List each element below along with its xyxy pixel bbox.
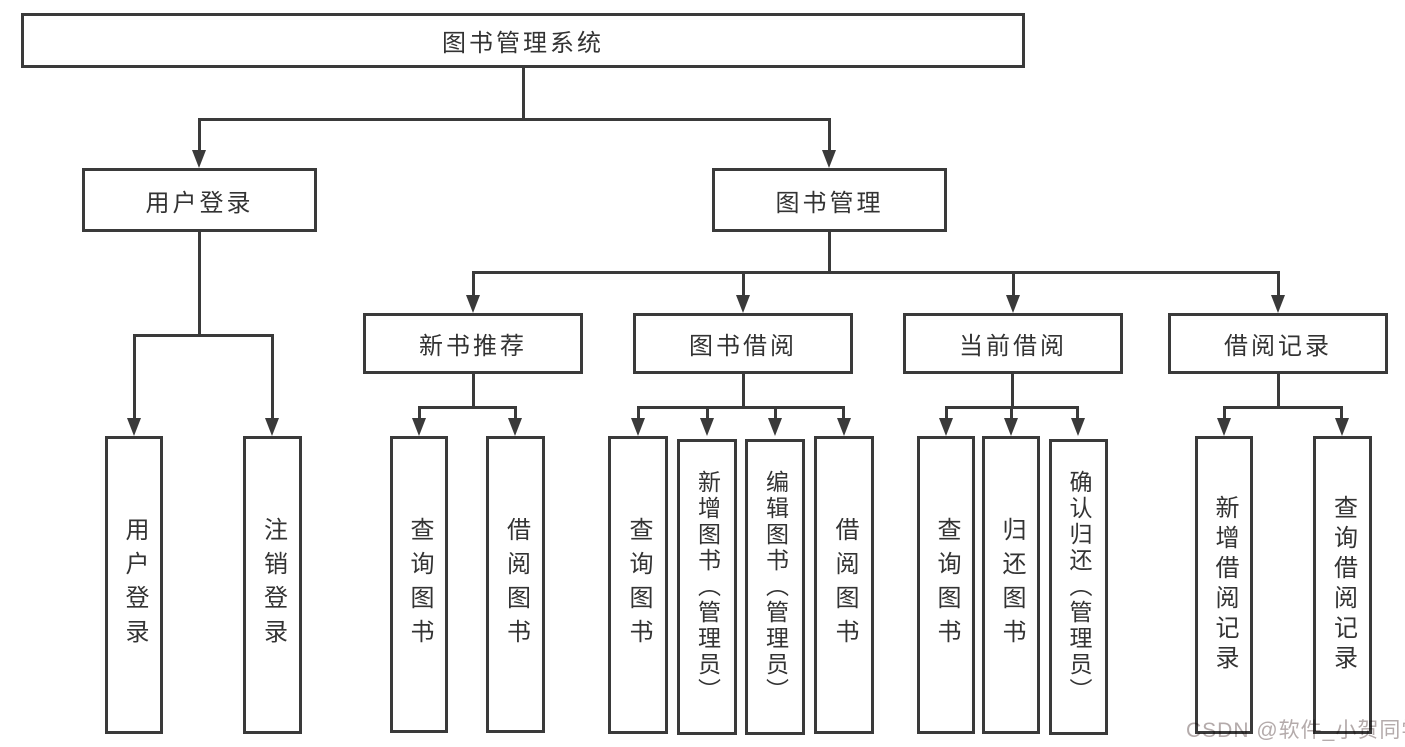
connector-line: [522, 66, 525, 120]
arrow-down-icon: [631, 418, 645, 436]
leaf-logout: 注销登录: [243, 436, 302, 734]
leaf-label: 借阅图书: [831, 517, 858, 653]
connector-line: [1223, 406, 1343, 409]
connector-line: [1011, 372, 1014, 409]
connector-line: [418, 406, 421, 420]
leaf-label: 归还图书: [998, 517, 1025, 653]
leaf-add-borrow-record: 新增借阅记录: [1195, 436, 1253, 734]
connector-line: [1223, 406, 1226, 420]
leaf-label: 查询图书: [406, 516, 433, 653]
arrow-down-icon: [412, 418, 426, 436]
leaf-label: 查询图书: [625, 517, 652, 653]
connector-line: [742, 271, 745, 297]
node-label: 图书管理: [775, 189, 884, 217]
leaf-borrow-books-recommend: 借阅图书: [486, 436, 545, 733]
arrow-down-icon: [700, 418, 714, 436]
connector-line: [1277, 271, 1280, 297]
leaf-label: 确认归还（管理员）: [1066, 470, 1092, 704]
node-new-book-recommend: 新书推荐: [363, 313, 583, 374]
connector-line: [945, 406, 948, 420]
connector-line: [198, 230, 201, 336]
node-book-management: 图书管理: [712, 168, 947, 232]
leaf-borrow-books: 借阅图书: [814, 436, 874, 734]
leaf-user-login: 用户登录: [105, 436, 163, 734]
connector-line: [1012, 271, 1015, 297]
arrow-down-icon: [1271, 295, 1285, 313]
connector-line: [198, 118, 201, 152]
connector-line: [271, 334, 274, 420]
connector-line: [706, 406, 709, 420]
connector-line: [514, 406, 517, 420]
node-label: 新书推荐: [419, 333, 527, 360]
node-label: 当前借阅: [959, 333, 1067, 360]
leaf-label: 查询图书: [933, 517, 960, 653]
leaf-label: 查询借阅记录: [1329, 495, 1357, 675]
arrow-down-icon: [1335, 418, 1349, 436]
leaf-label: 新增图书（管理员）: [694, 470, 721, 704]
connector-line: [1076, 406, 1079, 420]
leaf-confirm-return-admin: 确认归还（管理员）: [1049, 439, 1108, 735]
leaf-label: 借阅图书: [502, 516, 530, 653]
connector-line: [418, 406, 516, 409]
leaf-label: 用户登录: [121, 517, 148, 653]
connector-line: [472, 271, 475, 297]
arrow-down-icon: [736, 295, 750, 313]
leaf-query-books-current: 查询图书: [917, 436, 975, 734]
arrow-down-icon: [127, 418, 141, 436]
connector-line: [1010, 406, 1013, 420]
node-label: 借阅记录: [1224, 333, 1332, 360]
leaf-edit-books-admin: 编辑图书（管理员）: [745, 439, 805, 735]
connector-line: [637, 406, 640, 420]
arrow-down-icon: [265, 418, 279, 436]
node-book-borrowing: 图书借阅: [633, 313, 853, 374]
connector-line: [133, 334, 136, 420]
node-user-login: 用户登录: [82, 168, 317, 232]
arrow-down-icon: [837, 418, 851, 436]
arrow-down-icon: [939, 418, 953, 436]
arrow-down-icon: [192, 150, 206, 168]
connector-line: [828, 118, 831, 152]
connector-line: [1340, 406, 1343, 420]
arrow-down-icon: [1217, 418, 1231, 436]
arrow-down-icon: [466, 295, 480, 313]
connector-line: [828, 230, 831, 274]
connector-line: [198, 118, 831, 121]
leaf-query-books-borrowing: 查询图书: [608, 436, 668, 734]
node-label: 图书管理系统: [442, 30, 604, 57]
arrow-down-icon: [822, 150, 836, 168]
connector-line: [1277, 372, 1280, 409]
connector-line: [842, 406, 845, 420]
leaf-label: 注销登录: [259, 517, 287, 653]
node-borrowing-records: 借阅记录: [1168, 313, 1388, 374]
node-current-borrowing: 当前借阅: [903, 313, 1123, 374]
leaf-query-books-recommend: 查询图书: [390, 436, 448, 733]
connector-line: [472, 372, 475, 409]
arrow-down-icon: [1006, 295, 1020, 313]
leaf-return-books: 归还图书: [982, 436, 1040, 734]
arrow-down-icon: [1004, 418, 1018, 436]
leaf-label: 新增借阅记录: [1211, 495, 1238, 675]
node-label: 图书借阅: [689, 333, 797, 360]
leaf-add-books-admin: 新增图书（管理员）: [677, 439, 737, 735]
node-library-management-system: 图书管理系统: [21, 13, 1025, 68]
connector-line: [472, 271, 1279, 274]
connector-line: [637, 406, 845, 409]
arrow-down-icon: [1071, 418, 1085, 436]
connector-line: [133, 334, 274, 337]
leaf-label: 编辑图书（管理员）: [762, 470, 789, 704]
csdn-watermark: CSDN @软件_小贺同学: [1186, 719, 1405, 742]
connector-line: [742, 372, 745, 409]
node-label: 用户登录: [145, 189, 254, 217]
arrow-down-icon: [768, 418, 782, 436]
leaf-query-borrow-record: 查询借阅记录: [1313, 436, 1372, 734]
arrow-down-icon: [508, 418, 522, 436]
connector-line: [774, 406, 777, 420]
